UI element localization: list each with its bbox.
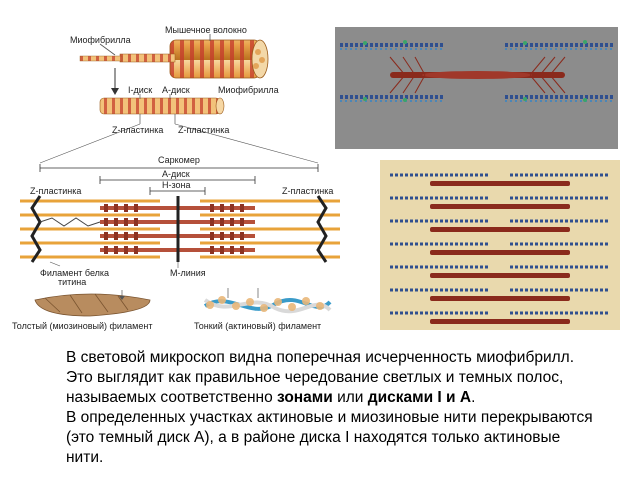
- electron-micrograph-panel: [335, 27, 618, 149]
- lattice-row: [390, 196, 610, 209]
- lattice-row: [390, 311, 610, 324]
- label-titin-line2: титина: [58, 277, 87, 287]
- label-z-plate-left-top: Z-пластинка: [112, 125, 164, 135]
- caption-line-2: Это выглядит как правильное чередование …: [66, 369, 564, 386]
- caption-line-6: нити.: [66, 449, 104, 466]
- label-a-disk: А-диск: [162, 169, 190, 179]
- label-z-plate-right-top: Z-пластинка: [178, 125, 230, 135]
- caption-term-zones: зонами: [277, 389, 333, 406]
- label-z-plate-left: Z-пластинка: [30, 186, 82, 196]
- myosin-rod: [430, 181, 570, 186]
- myosin-rod: [430, 227, 570, 232]
- lattice-row: [390, 219, 610, 232]
- thick-filament-illustration: [34, 290, 151, 317]
- filament-lattice-svg: [390, 173, 610, 324]
- myosin-rod: [430, 204, 570, 209]
- caption-text: В световой микроскоп видна поперечная ис…: [66, 348, 636, 468]
- label-muscle-fiber: Мышечное волокно: [165, 25, 247, 35]
- label-i-disk: I-диск: [128, 85, 153, 95]
- caption-line-3-post: .: [471, 389, 476, 406]
- label-m-line: М-линия: [170, 268, 206, 278]
- caption-line-3-mid: или: [332, 389, 368, 406]
- label-myofibril-mid: Миофибрилла: [218, 85, 279, 95]
- myosin-rod: [430, 273, 570, 278]
- label-thick-filament: Толстый (миозиновый) филамент: [12, 321, 153, 331]
- label-sarcomere: Саркомер: [158, 155, 200, 165]
- caption-line-3-pre: называемых соответственно: [66, 389, 277, 406]
- diagram-svg: [20, 34, 340, 317]
- sarcomere-detail: [20, 195, 340, 263]
- label-h-zone: Н-зона: [162, 180, 191, 190]
- myosin-rod: [430, 250, 570, 255]
- myosin-rod: [430, 296, 570, 301]
- lattice-row: [390, 288, 610, 301]
- lattice-row: [390, 265, 610, 278]
- label-z-plate-right: Z-пластинка: [282, 186, 334, 196]
- caption-term-disks: дисками I и А: [367, 389, 472, 406]
- caption-line-5: (это темный диск А), а в районе диска I …: [66, 429, 561, 446]
- label-a-disk-top: А-диск: [162, 85, 190, 95]
- lattice-row: [390, 173, 610, 186]
- caption-line-3: называемых соответственно зонами или дис…: [66, 388, 636, 408]
- muscle-fiber-bundle: [79, 39, 269, 79]
- label-thin-filament: Тонкий (актиновый) филамент: [194, 321, 322, 331]
- thin-filament-illustration: [203, 288, 332, 314]
- myofibril-segment: [99, 97, 225, 115]
- filament-lattice-panel: [380, 160, 620, 330]
- caption-line-4: В определенных участках актиновые и миоз…: [66, 409, 593, 426]
- lattice-row: [390, 242, 610, 255]
- myosin-rod: [430, 319, 570, 324]
- label-titin-line1: Филамент белка: [40, 268, 110, 278]
- caption-line-1: В световой микроскоп видна поперечная ис…: [66, 349, 575, 366]
- electron-micrograph-svg: [340, 40, 613, 102]
- label-myofibril-top: Миофибрилла: [70, 35, 131, 45]
